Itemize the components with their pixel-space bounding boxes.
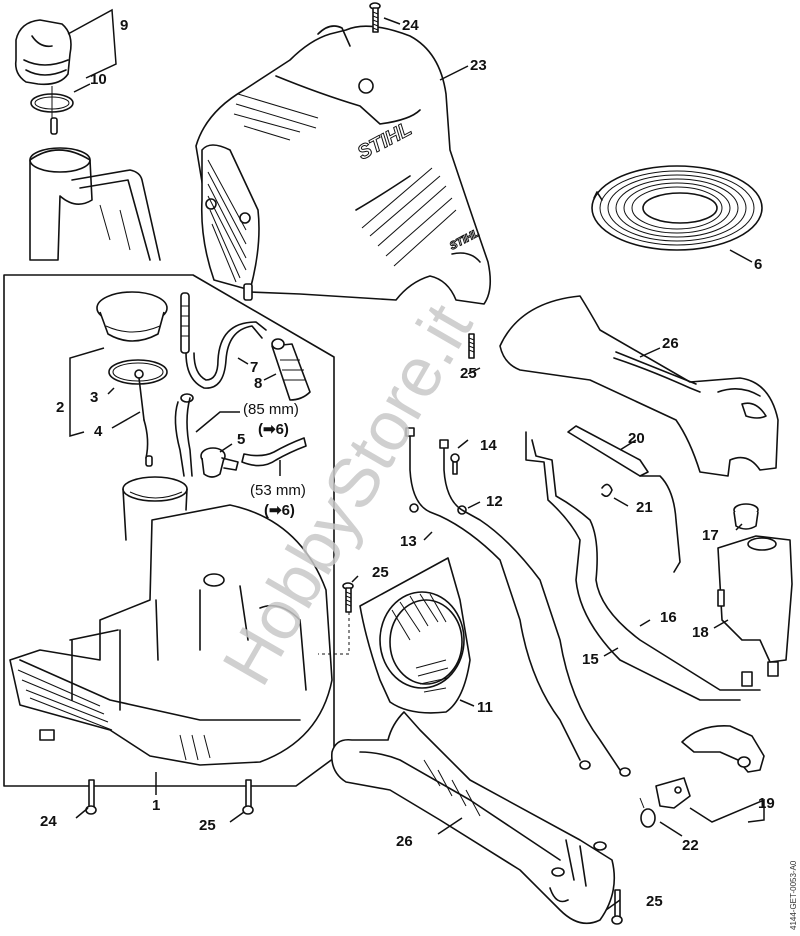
screw-24-bottom [85, 779, 97, 815]
screw-25-mid [318, 582, 354, 655]
trigger-part-19 [655, 725, 765, 809]
shroud-part-23: STIHL STIHL [195, 25, 492, 305]
screw-24-top [369, 2, 381, 33]
callout-15: 15 [582, 651, 599, 668]
callout-11: 11 [477, 699, 493, 716]
note-hose-53mm-ref: (➡6) [264, 502, 295, 519]
callout-4: 4 [94, 423, 103, 440]
spring-part-6 [591, 165, 763, 251]
bracket-part-20 [567, 425, 681, 573]
fan-housing-part-11 [359, 557, 471, 714]
screw-25-upper-handle [468, 333, 475, 359]
tank-body [9, 476, 333, 766]
callout-5: 5 [237, 431, 245, 448]
callout-25-bottom-left: 25 [199, 817, 216, 834]
callout-2: 2 [56, 399, 64, 416]
callout-25-upper: 25 [460, 365, 477, 382]
cover-part-18 [717, 535, 793, 663]
callout-9: 9 [120, 17, 128, 34]
callout-24-top: 24 [402, 17, 419, 34]
callout-14: 14 [480, 437, 497, 454]
fuel-line-part-7 [180, 292, 267, 389]
note-hose-85mm-ref: (➡6) [258, 421, 289, 438]
callout-21: 21 [636, 499, 653, 516]
callout-20: 20 [628, 430, 645, 447]
hose-53mm [241, 437, 307, 467]
wires-15-16 [525, 431, 779, 701]
screw-14 [450, 453, 460, 475]
hose-85mm [174, 393, 194, 477]
switch-part-17 [733, 503, 759, 530]
screw-25-bottom-left [242, 779, 254, 815]
callout-19: 19 [758, 795, 775, 812]
callout-10: 10 [90, 71, 107, 88]
callout-1: 1 [152, 797, 160, 814]
callout-17: 17 [702, 527, 719, 544]
callout-3: 3 [90, 389, 98, 406]
leader-lines [67, 8, 765, 911]
callout-23: 23 [470, 57, 487, 74]
callout-16: 16 [660, 609, 677, 626]
cap-part-9 [14, 19, 74, 135]
callout-12: 12 [486, 493, 503, 510]
wires-12-13 [405, 427, 631, 777]
handle-half-26-top [499, 295, 779, 477]
valve-part-5 [200, 447, 239, 478]
note-hose-85mm: (85 mm) [243, 401, 299, 418]
callout-6: 6 [754, 256, 762, 273]
callout-18: 18 [692, 624, 709, 641]
callout-7: 7 [250, 359, 258, 376]
callout-22: 22 [682, 837, 699, 854]
document-id: 4144-GET-0053-A0 [789, 860, 798, 930]
callout-13: 13 [400, 533, 417, 550]
callout-26-bottom: 26 [396, 833, 413, 850]
callout-25-bottom-right: 25 [646, 893, 663, 910]
tank-cap-part-2 [96, 291, 168, 467]
handle-half-26-bottom [330, 711, 616, 925]
callout-25-mid: 25 [372, 564, 389, 581]
callout-26-top: 26 [662, 335, 679, 352]
screw-25-bottom-right [611, 889, 623, 925]
callout-8: 8 [254, 375, 262, 392]
note-hose-53mm: (53 mm) [250, 482, 306, 499]
fuel-filter-part-8 [271, 338, 311, 401]
spring-part-21 [601, 483, 613, 498]
spring-part-22 [639, 797, 656, 828]
callout-24-bottom: 24 [40, 813, 57, 830]
tank-neck-view [29, 147, 161, 261]
